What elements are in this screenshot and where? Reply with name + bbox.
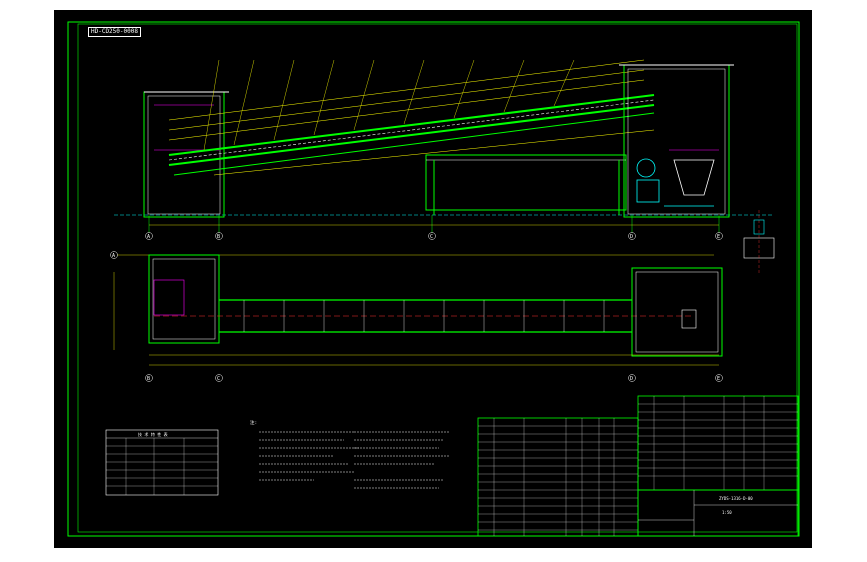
elevation-view: [114, 59, 774, 238]
plan-label-d: D: [630, 376, 633, 382]
sheet-border: [67, 21, 800, 537]
notes-title: 注:: [250, 419, 257, 426]
grid-label-d: D: [630, 234, 633, 240]
plan-label-e: E: [717, 376, 720, 382]
spec-table-title: 技 术 特 性 表: [138, 431, 168, 437]
grid-label-e: E: [717, 234, 720, 240]
grid-label-b: B: [217, 234, 220, 240]
parts-list: ZYDS-1316-D-00 1:50: [477, 395, 799, 537]
grid-label-a: A: [147, 234, 150, 240]
grid-label-c: C: [430, 234, 433, 240]
technical-notes: 注:: [250, 419, 449, 489]
plan-label-b: B: [147, 376, 150, 382]
drawing-scale: 1:50: [722, 510, 732, 515]
conveyor-drawing: A B C D E: [67, 21, 800, 537]
inner-border: [77, 23, 798, 533]
plan-label-c: C: [217, 376, 220, 382]
plan-label-a: A: [112, 253, 115, 259]
elevation-grid-labels: A B C D E: [145, 232, 723, 240]
plan-view: [113, 254, 723, 366]
drawing-title-tag: HD-CD250-0008: [88, 27, 141, 37]
plan-grid-labels: A B C D E: [110, 251, 723, 382]
side-detail: [743, 210, 775, 275]
drawing-number: ZYDS-1316-D-00: [719, 496, 753, 501]
spec-table: 技 术 特 性 表: [105, 429, 219, 496]
cad-viewport[interactable]: A B C D E: [54, 10, 812, 548]
